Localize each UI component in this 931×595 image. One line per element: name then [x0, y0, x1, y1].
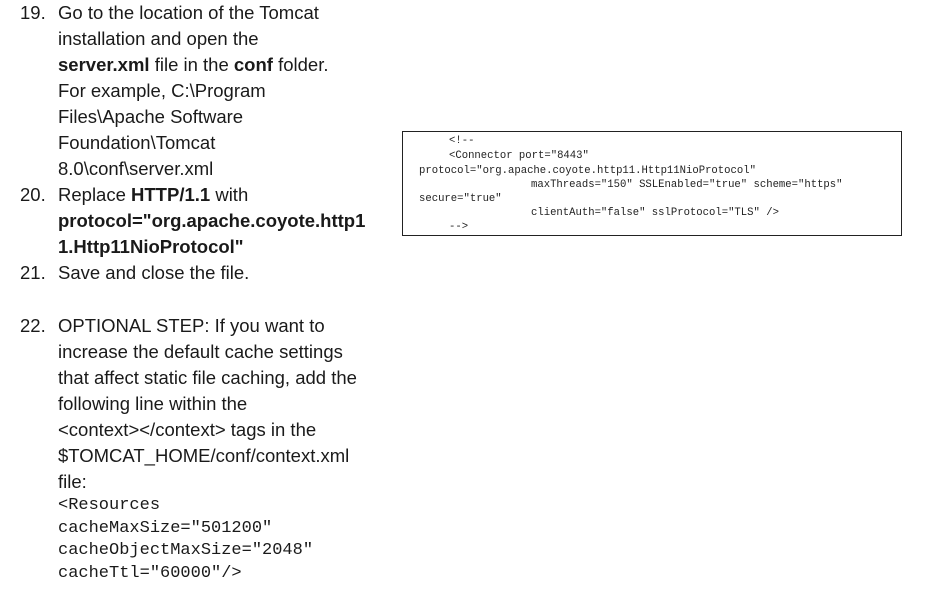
step-number: 21. — [20, 262, 46, 283]
protocol-new-bold: protocol="org.apache.coyote.http1 — [58, 210, 366, 231]
code-line: --> — [449, 221, 469, 233]
text-fragment: with — [210, 184, 249, 205]
filename-bold: server.xml — [58, 54, 150, 75]
code-line: maxThreads="150" SSLEnabled="true" schem… — [531, 179, 843, 191]
text-line: 1.Http11NioProtocol" — [58, 234, 385, 260]
text-line: <context></context> tags in the — [58, 419, 317, 440]
code-line: <!-- — [449, 135, 475, 147]
code-line: <Resources — [58, 496, 161, 515]
text-line: For example, C:\Program — [58, 80, 266, 101]
instruction-steps: 19. Go to the location of the Tomcat ins… — [20, 0, 385, 585]
text-line: Go to the location of the Tomcat — [58, 2, 319, 23]
text-line: following line within the — [58, 393, 248, 414]
text-fragment: Replace — [58, 184, 132, 205]
text-line: OPTIONAL STEP: If you want to — [58, 315, 325, 336]
code-line: cacheMaxSize="501200" — [58, 518, 273, 538]
paragraph-gap — [20, 286, 385, 313]
step-text: Replace HTTP/1.1 with protocol="org.apac… — [58, 182, 385, 260]
protocol-old-bold: HTTP/1.1 — [131, 184, 211, 205]
step-text: Save and close the file. — [58, 260, 385, 286]
step-19: 19. Go to the location of the Tomcat ins… — [20, 0, 385, 182]
protocol-new-bold-cont: 1.Http11NioProtocol" — [58, 236, 244, 257]
text-line: Foundation\Tomcat — [58, 132, 216, 153]
step-20: 20. Replace HTTP/1.1 with protocol="org.… — [20, 182, 385, 260]
text-line: Files\Apache Software — [58, 106, 244, 127]
text-fragment: file in the — [149, 54, 234, 75]
text-line: 8.0\conf\server.xml — [58, 158, 214, 179]
step-21: 21. Save and close the file. — [20, 260, 385, 286]
text-line: server.xml file in the conf folder. — [58, 52, 385, 78]
code-line: secure="true" — [419, 193, 502, 205]
step-text: Go to the location of the Tomcat install… — [58, 0, 385, 182]
text-line: increase the default cache settings — [58, 341, 343, 362]
folder-bold: conf — [233, 54, 273, 75]
text-line: $TOMCAT_HOME/conf/context.xml — [58, 445, 350, 466]
text-line: that affect static file caching, add the — [58, 367, 357, 388]
step-number: 20. — [20, 184, 46, 205]
text-line: file: — [58, 471, 87, 492]
text-line: Replace HTTP/1.1 with — [58, 182, 385, 208]
code-line: protocol="org.apache.coyote.http11.Http1… — [419, 165, 756, 177]
step-text: OPTIONAL STEP: If you want to increase t… — [58, 313, 385, 585]
code-line: cacheTtl="60000"/> — [58, 563, 242, 583]
text-line: Save and close the file. — [58, 262, 250, 283]
code-line: cacheObjectMaxSize="2048" — [58, 541, 314, 561]
code-line: <Connector port="8443" — [449, 150, 589, 162]
step-22: 22. OPTIONAL STEP: If you want to increa… — [20, 313, 385, 585]
text-line: protocol="org.apache.coyote.http1 — [58, 208, 385, 234]
step-number: 19. — [20, 2, 46, 23]
text-line: installation and open the — [58, 28, 259, 49]
code-line: clientAuth="false" sslProtocol="TLS" /> — [531, 207, 779, 219]
step-number: 22. — [20, 315, 46, 336]
connector-code-box: <!-- <Connector port="8443" protocol="or… — [402, 131, 902, 236]
text-fragment: folder. — [272, 54, 329, 75]
